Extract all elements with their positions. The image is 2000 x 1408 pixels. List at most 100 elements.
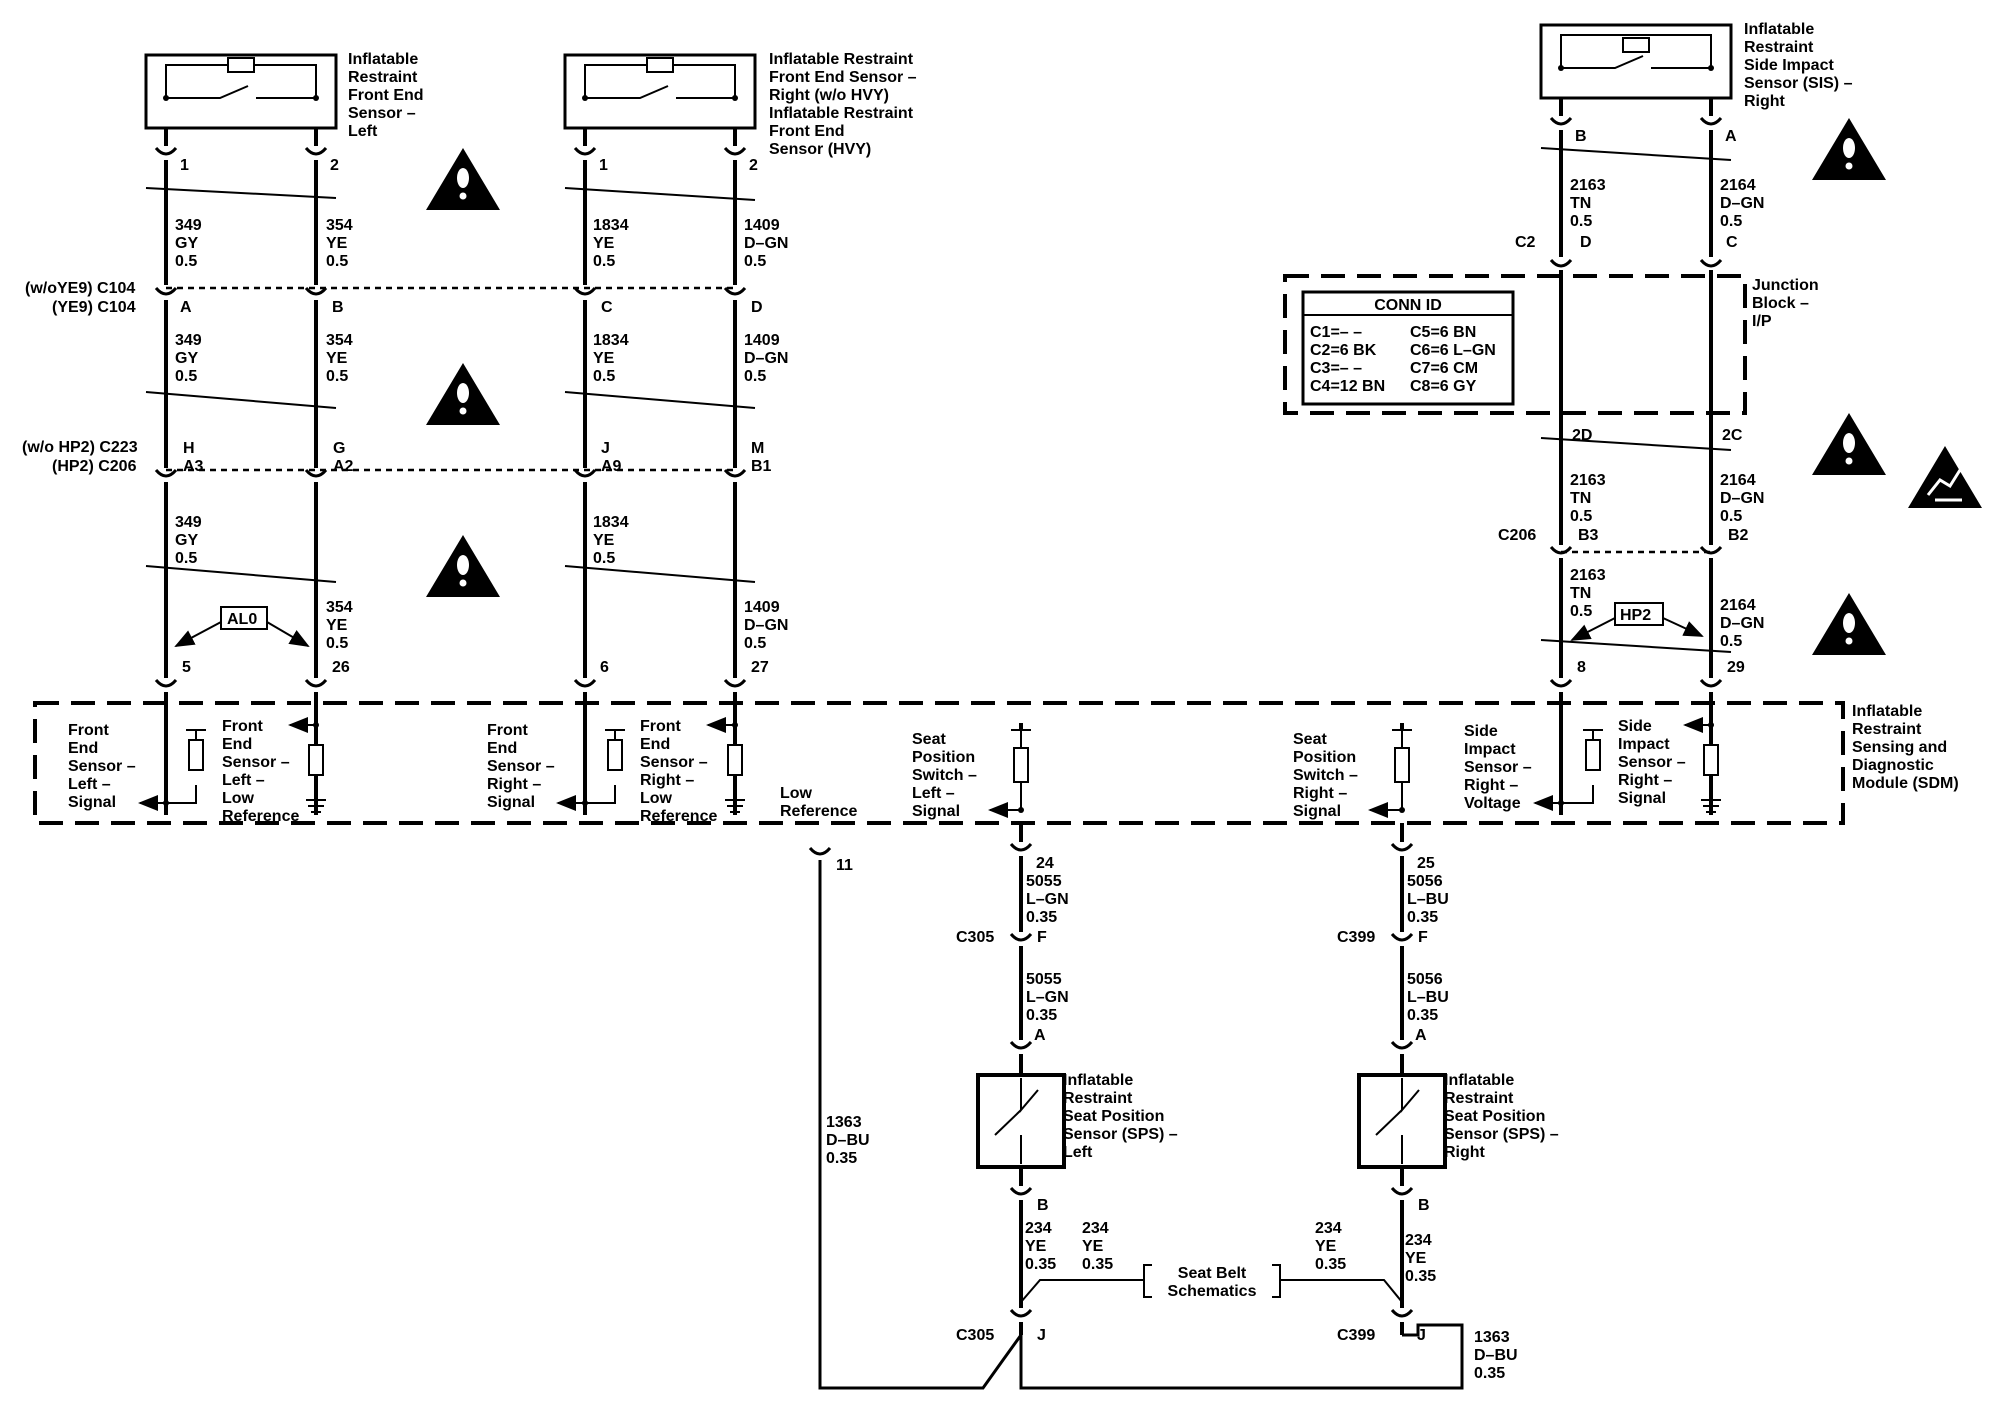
svg-text:B1: B1 [751, 458, 772, 475]
svg-text:A3: A3 [183, 458, 204, 475]
svg-text:26: 26 [332, 659, 350, 676]
svg-text:2: 2 [749, 157, 758, 174]
svg-text:B: B [332, 299, 344, 316]
svg-text:A: A [1415, 1027, 1427, 1044]
svg-text:A: A [1034, 1027, 1046, 1044]
svg-text:2C: 2C [1722, 427, 1743, 444]
shield-lines [145, 147, 1732, 653]
pin-labels-right: B A D C 2D 2C B3 B2 8 29 [1572, 128, 1749, 676]
svg-text:(w/o HP2) C223: (w/o HP2) C223 [22, 439, 138, 456]
svg-text:D: D [1580, 234, 1592, 251]
svg-text:J: J [1037, 1327, 1046, 1344]
svg-text:D: D [751, 299, 763, 316]
svg-text:B: B [1037, 1197, 1049, 1214]
svg-text:(w/oYE9) C104: (w/oYE9) C104 [25, 280, 135, 297]
svg-text:(YE9) C104: (YE9) C104 [52, 299, 136, 316]
svg-text:2: 2 [330, 157, 339, 174]
svg-text:A9: A9 [601, 458, 622, 475]
svg-text:5: 5 [182, 659, 191, 676]
svg-text:F: F [1418, 929, 1428, 946]
svg-text:J: J [1417, 1327, 1426, 1344]
caution-icon [426, 363, 500, 425]
svg-text:C206: C206 [1498, 527, 1536, 544]
caution-icon [426, 148, 500, 210]
svg-text:2D: 2D [1572, 427, 1592, 444]
svg-text:25: 25 [1417, 855, 1435, 872]
svg-text:F: F [1037, 929, 1047, 946]
svg-text:29: 29 [1727, 659, 1745, 676]
svg-text:A: A [180, 299, 192, 316]
svg-text:8: 8 [1577, 659, 1586, 676]
caution-icon [426, 535, 500, 597]
svg-text:HP2: HP2 [1620, 607, 1651, 624]
svg-text:C399: C399 [1337, 929, 1375, 946]
svg-text:C: C [601, 299, 613, 316]
svg-text:1: 1 [599, 157, 608, 174]
svg-text:27: 27 [751, 659, 769, 676]
caution-icon [1812, 413, 1886, 475]
svg-text:A: A [1725, 128, 1737, 145]
svg-text:H: H [183, 440, 195, 457]
svg-text:C2: C2 [1515, 234, 1536, 251]
svg-text:G: G [333, 440, 345, 457]
svg-text:C305: C305 [956, 1327, 994, 1344]
pin-labels-left: 1 2 1 2 A B C D H A3 G A2 J A9 M B1 5 26… [180, 157, 772, 676]
caution-icon [1812, 593, 1886, 655]
svg-text:J: J [601, 440, 610, 457]
caution-icon [1812, 118, 1886, 180]
option-al0: AL0 [174, 606, 310, 648]
